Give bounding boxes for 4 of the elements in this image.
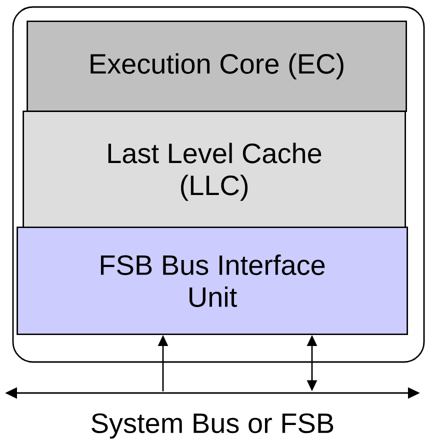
bus-label: System Bus or FSB xyxy=(92,413,334,439)
process-box: Execution Core (EC) xyxy=(26,20,407,112)
process-box: Last Level Cache (LLC) xyxy=(22,110,406,233)
process-box: FSB Bus Interface Unit xyxy=(16,226,408,335)
